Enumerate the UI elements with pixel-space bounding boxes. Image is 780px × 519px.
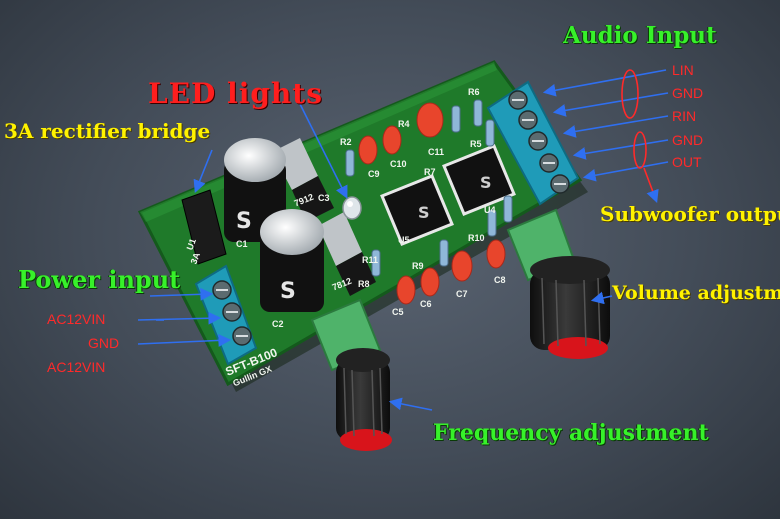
svg-text:S: S <box>236 209 252 234</box>
label-power-input: Power input <box>18 265 181 294</box>
label-volume-adjustment: Volume adjustment <box>612 282 780 304</box>
silk-c6: C6 <box>420 299 432 309</box>
silk-c9: C9 <box>368 169 380 179</box>
led <box>342 196 362 220</box>
silk-c3: C3 <box>318 193 330 203</box>
svg-text:S: S <box>280 279 296 304</box>
silk-r11: R11 <box>362 255 379 265</box>
audio-pin-gnd-2: GND <box>672 132 704 148</box>
power-pin-ac12vin-2: AC12VIN <box>47 359 106 375</box>
silk-c7: C7 <box>456 289 468 299</box>
silk-r6: R6 <box>468 87 480 97</box>
audio-pin-gnd-1: GND <box>672 85 704 101</box>
audio-pin-out: OUT <box>672 154 702 170</box>
resistors <box>345 99 513 277</box>
silk-c2: C2 <box>272 319 284 329</box>
electrolytic-capacitors: S S <box>224 138 324 312</box>
silk-u4: U4 <box>484 205 496 215</box>
audio-pin-lin: LIN <box>672 62 694 78</box>
silk-r7: R7 <box>424 167 436 177</box>
power-pin-ac12vin-1: AC12VIN <box>47 311 106 327</box>
silk-r10: R10 <box>468 233 485 243</box>
film-capacitors <box>358 102 506 305</box>
pin-group-marks <box>621 69 659 203</box>
voltage-regulators <box>272 138 376 296</box>
frequency-knob <box>310 298 392 451</box>
silk-c11: C11 <box>428 147 445 157</box>
silk-c8: C8 <box>494 275 506 285</box>
svg-text:S: S <box>480 173 492 192</box>
silk-r4: R4 <box>398 119 410 129</box>
svg-text:S: S <box>418 203 430 222</box>
label-subwoofer-output: Subwoofer output <box>600 202 780 226</box>
op-amp-chips: S S <box>380 144 516 246</box>
silk-r5: R5 <box>470 139 482 149</box>
silk-u5: U5 <box>398 235 410 245</box>
silk-c1: C1 <box>236 239 248 249</box>
power-pin-gnd: GND <box>88 335 120 351</box>
annotation-arrows <box>137 69 669 411</box>
label-led-lights: LED lights <box>148 77 323 110</box>
label-frequency-adjustment: Frequency adjustment <box>433 420 709 446</box>
label-audio-input: Audio Input <box>563 22 717 49</box>
silk-c10: C10 <box>390 159 407 169</box>
label-rectifier-bridge: 3A rectifier bridge <box>4 119 211 143</box>
rectifier-bridge <box>181 189 227 265</box>
silk-r9: R9 <box>412 261 424 271</box>
audio-terminal-block <box>486 80 580 206</box>
audio-pin-rin: RIN <box>672 108 697 124</box>
silk-r2: R2 <box>340 137 352 147</box>
silk-r8: R8 <box>358 279 370 289</box>
volume-knob <box>506 208 610 359</box>
silk-c5: C5 <box>392 307 404 317</box>
